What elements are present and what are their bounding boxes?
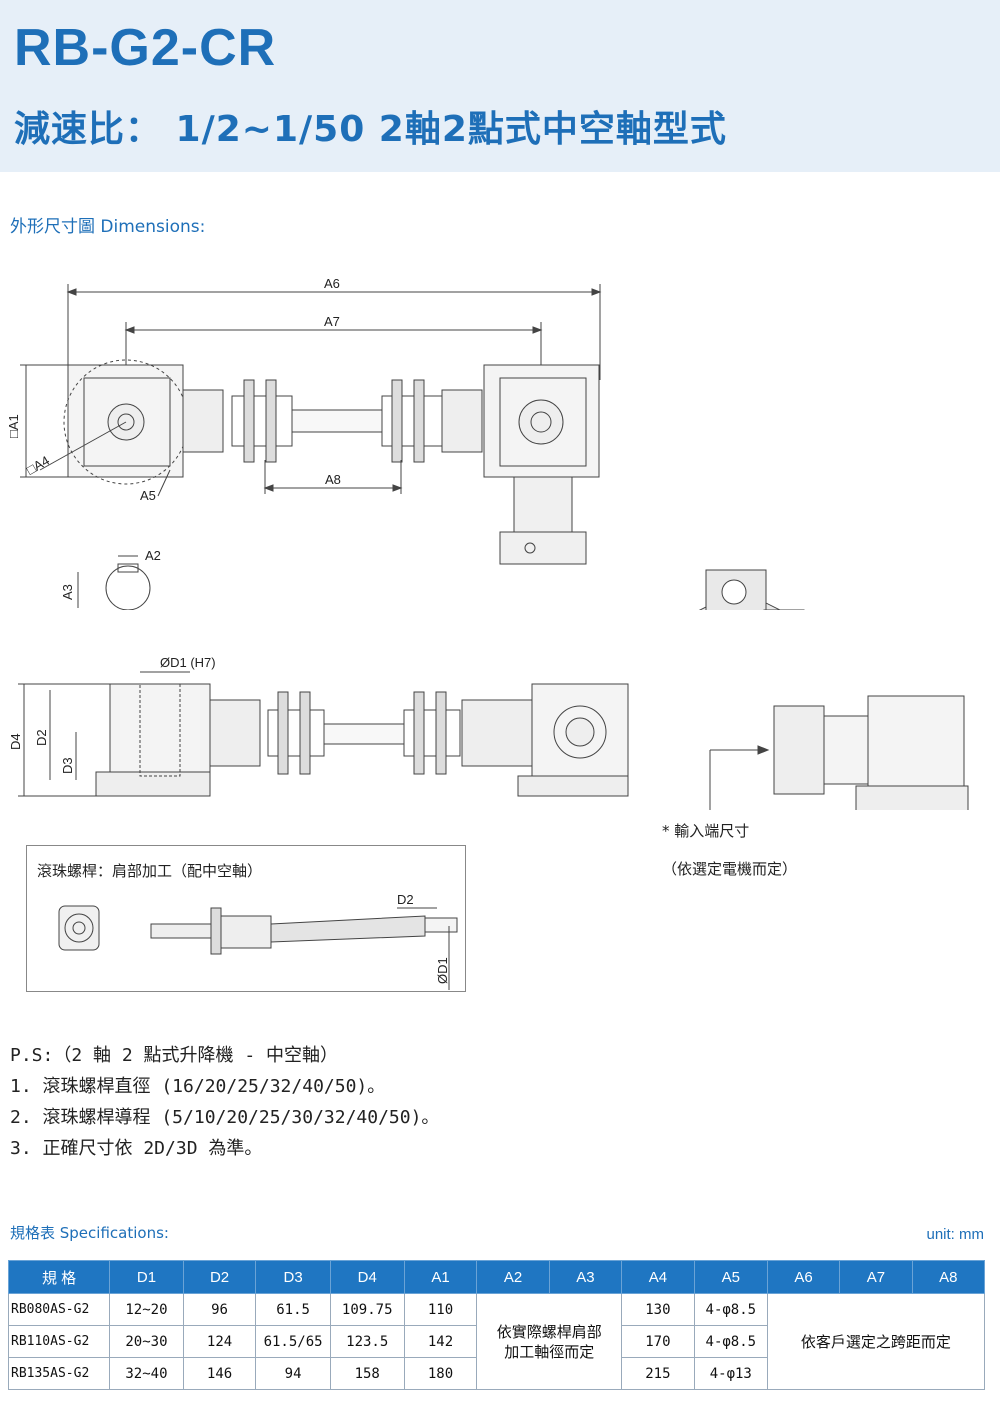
label-a7: A7 bbox=[324, 314, 340, 329]
header-model: 規 格 bbox=[7, 1260, 111, 1294]
label-d3: D3 bbox=[60, 757, 75, 774]
ps-notes: P.S:（2 軸 2 點式升降機 - 中空軸） 1. 滾珠螺桿直徑 (16/20… bbox=[10, 1040, 439, 1164]
cell-a4: 170 bbox=[621, 1325, 695, 1358]
header-a6: A6 bbox=[766, 1260, 841, 1294]
cell-model: RB135AS-G2 bbox=[7, 1357, 111, 1390]
cell-a1: 142 bbox=[403, 1325, 478, 1358]
label-a6: A6 bbox=[324, 276, 340, 291]
cell-d4: 109.75 bbox=[329, 1293, 405, 1326]
cell-model: RB110AS-G2 bbox=[7, 1325, 111, 1358]
cell-a2-a3-merged: 依實際螺桿肩部 加工軸徑而定 bbox=[476, 1293, 623, 1390]
ballscrew-box: 滾珠螺桿：肩部加工（配中空軸） D2 ØD1 bbox=[26, 845, 466, 992]
merged-a2a3-line2: 加工軸徑而定 bbox=[504, 1342, 595, 1361]
header-banner: RB-G2-CR 減速比： 1/2~1/50 2軸2點式中空軸型式 bbox=[0, 0, 1000, 172]
label-d1h7: ØD1 (H7) bbox=[160, 655, 216, 670]
screw-label-d2: D2 bbox=[397, 892, 414, 907]
cell-d4: 123.5 bbox=[329, 1325, 405, 1358]
spec-title: 規格表 Specifications: bbox=[10, 1224, 169, 1242]
header-a8: A8 bbox=[911, 1260, 986, 1294]
label-a2: A2 bbox=[145, 548, 161, 563]
cell-d1: 32~40 bbox=[109, 1357, 184, 1390]
cell-a5: 4-φ8.5 bbox=[693, 1293, 768, 1326]
dimensions-title: 外形尺寸圖 Dimensions: bbox=[10, 217, 206, 237]
cell-d2: 124 bbox=[182, 1325, 257, 1358]
header-a7: A7 bbox=[839, 1260, 913, 1294]
cell-model: RB080AS-G2 bbox=[7, 1293, 111, 1326]
cell-a5: 4-φ13 bbox=[693, 1357, 768, 1390]
ps-item-1: 1. 滾珠螺桿直徑 (16/20/25/32/40/50)。 bbox=[10, 1076, 386, 1097]
header-a2: A2 bbox=[476, 1260, 550, 1294]
input-end-note-line2: （依選定電機而定） bbox=[662, 860, 798, 878]
screw-label-d1: ØD1 bbox=[435, 957, 450, 984]
top-view-drawing: A6 A7 A8 □A1 □A4 A5 A2 A3 bbox=[6, 276, 805, 610]
header-d4: D4 bbox=[329, 1260, 405, 1294]
header-a5: A5 bbox=[693, 1260, 768, 1294]
cell-d3: 61.5/65 bbox=[255, 1325, 331, 1358]
label-a8: A8 bbox=[325, 472, 341, 487]
side-view-drawing: ØD1 (H7) D4 D2 D3 bbox=[8, 655, 969, 810]
cell-d4: 158 bbox=[329, 1357, 405, 1390]
ratio-subtitle: 減速比： 1/2~1/50 2軸2點式中空軸型式 bbox=[14, 109, 727, 150]
header-d3: D3 bbox=[255, 1260, 331, 1294]
label-d2: D2 bbox=[34, 729, 49, 746]
spec-unit: unit: mm bbox=[926, 1226, 984, 1243]
table-row: RB135AS-G2 32~40 146 94 158 180 215 4-φ1… bbox=[7, 1357, 985, 1390]
label-d4: D4 bbox=[8, 733, 23, 750]
header-d2: D2 bbox=[182, 1260, 257, 1294]
spec-table: 規 格 D1 D2 D3 D4 A1 A2 A3 A4 A5 A6 A7 A8 … bbox=[7, 1260, 986, 1390]
input-end-note-line1: * 輸入端尺寸 bbox=[662, 822, 750, 840]
ps-title: P.S:（2 軸 2 點式升降機 - 中空軸） bbox=[10, 1045, 339, 1066]
label-a1: □A1 bbox=[6, 414, 21, 438]
cell-a5: 4-φ8.5 bbox=[693, 1325, 768, 1358]
table-row: RB110AS-G2 20~30 124 61.5/65 123.5 142 1… bbox=[7, 1325, 985, 1358]
label-a4: □A4 bbox=[24, 453, 52, 478]
cell-d1: 12~20 bbox=[109, 1293, 184, 1326]
header-d1: D1 bbox=[109, 1260, 184, 1294]
spec-header-row: 規 格 D1 D2 D3 D4 A1 A2 A3 A4 A5 A6 A7 A8 bbox=[7, 1260, 986, 1294]
table-row: RB080AS-G2 12~20 96 61.5 109.75 110 依實際螺… bbox=[7, 1293, 986, 1390]
label-a5: A5 bbox=[140, 488, 156, 503]
cell-a4: 215 bbox=[621, 1357, 695, 1390]
ps-item-2: 2. 滾珠螺桿導程 (5/10/20/25/30/32/40/50)。 bbox=[10, 1107, 440, 1128]
cell-d3: 61.5 bbox=[255, 1293, 331, 1326]
header-a1: A1 bbox=[403, 1260, 478, 1294]
header-a3: A3 bbox=[548, 1260, 623, 1294]
ps-item-3: 3. 正確尺寸依 2D/3D 為準。 bbox=[10, 1138, 263, 1159]
cell-a4: 130 bbox=[621, 1293, 695, 1326]
header-a4: A4 bbox=[621, 1260, 695, 1294]
cell-a1: 180 bbox=[403, 1357, 478, 1390]
cell-d2: 146 bbox=[182, 1357, 257, 1390]
cell-a1: 110 bbox=[403, 1293, 478, 1326]
merged-a2a3-line1: 依實際螺桿肩部 bbox=[496, 1322, 602, 1341]
ballscrew-title: 滾珠螺桿：肩部加工（配中空軸） bbox=[37, 862, 263, 880]
cell-d2: 96 bbox=[182, 1293, 257, 1326]
ballscrew-drawing: D2 ØD1 bbox=[58, 892, 458, 990]
label-a3: A3 bbox=[60, 584, 75, 600]
cell-d1: 20~30 bbox=[109, 1325, 184, 1358]
model-title: RB-G2-CR bbox=[14, 19, 277, 77]
cell-d3: 94 bbox=[255, 1357, 331, 1390]
cell-a6-a8-merged: 依客戶選定之跨距而定 bbox=[766, 1293, 986, 1390]
